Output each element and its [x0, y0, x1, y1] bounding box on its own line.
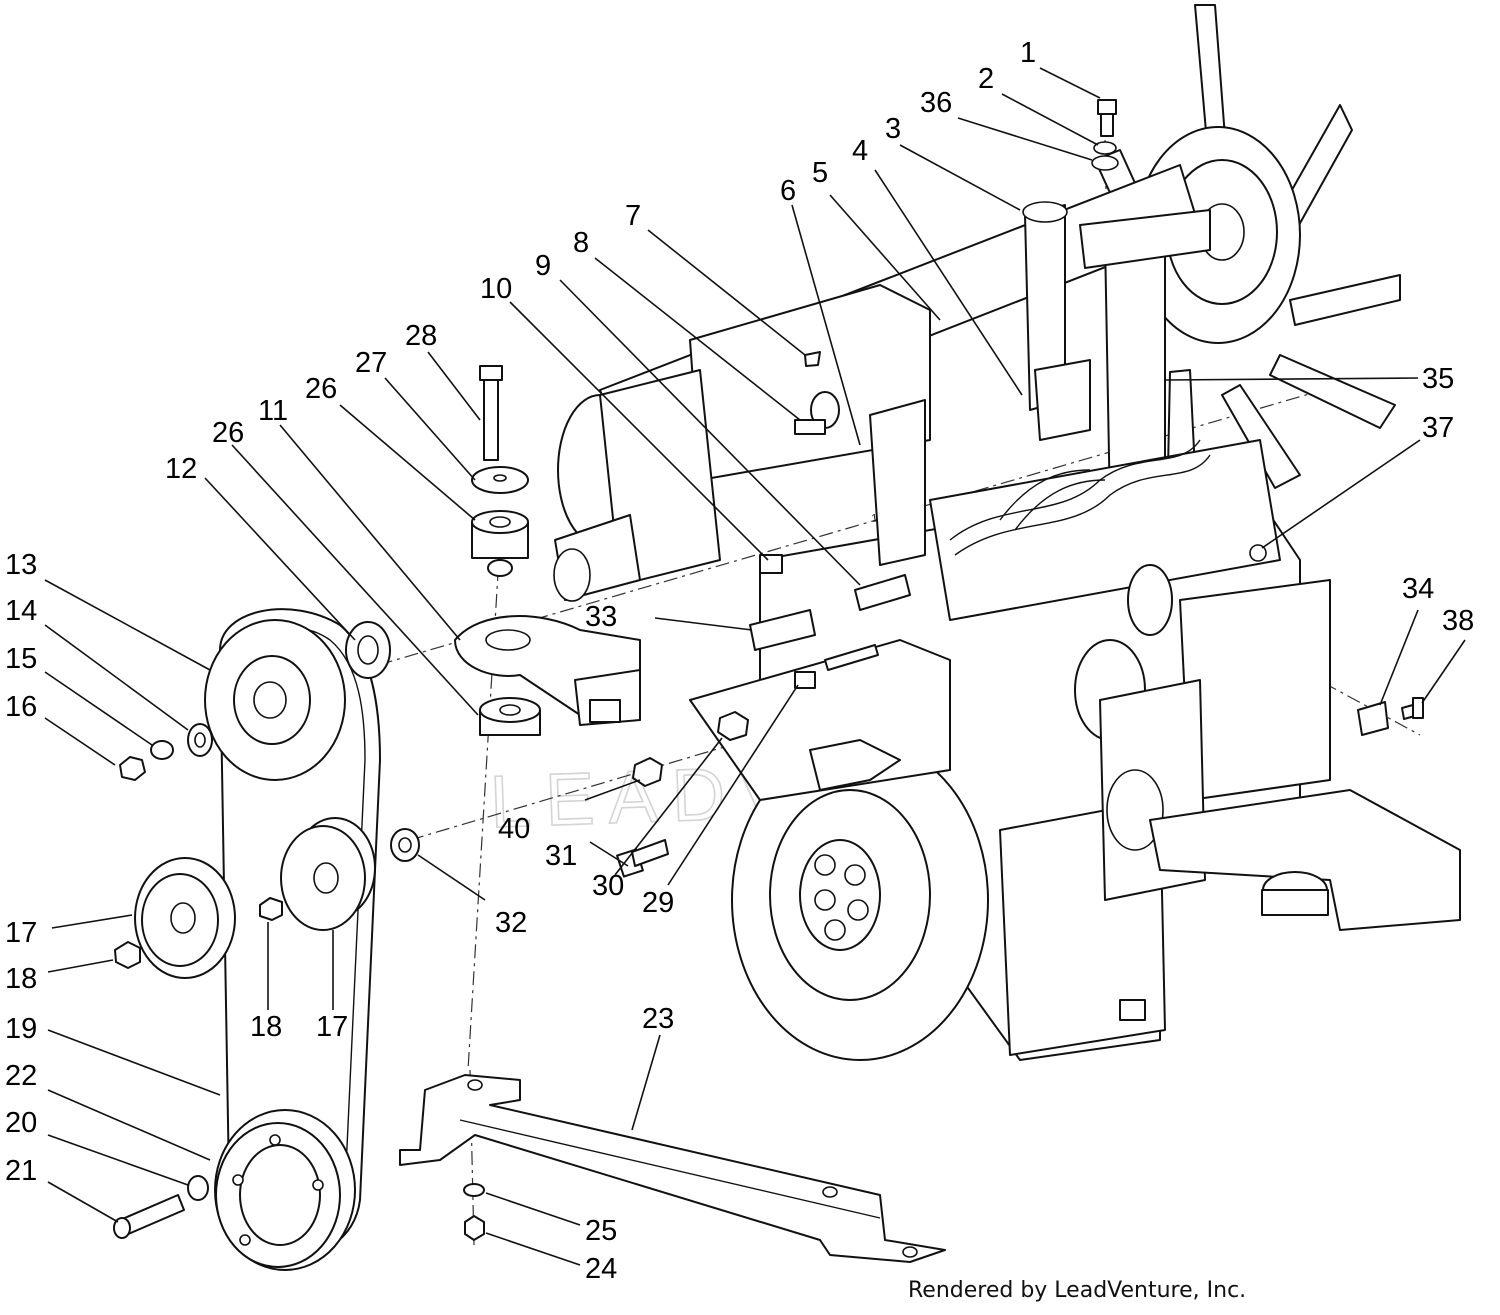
- callout-9: 9: [535, 250, 551, 282]
- callout-6: 6: [780, 175, 796, 207]
- callout-31: 31: [545, 840, 577, 872]
- callout-40: 40: [498, 813, 530, 845]
- callout-14: 14: [5, 595, 37, 627]
- callout-28: 28: [405, 320, 437, 352]
- callout-23: 23: [642, 1003, 674, 1035]
- callout-18-left: 18: [5, 963, 37, 995]
- callout-17-right: 17: [316, 1011, 348, 1043]
- callout-21: 21: [5, 1155, 37, 1187]
- leader-lines: [44, 67, 1466, 1266]
- callout-36: 36: [920, 87, 952, 119]
- callout-18-right: 18: [250, 1011, 282, 1043]
- radiator-fan: [1094, 4, 1401, 489]
- callout-32: 32: [495, 907, 527, 939]
- callout-25: 25: [585, 1215, 617, 1247]
- callout-5: 5: [812, 157, 828, 189]
- callout-29: 29: [642, 887, 674, 919]
- callout-4: 4: [852, 135, 868, 167]
- callout-3: 3: [885, 113, 901, 145]
- callout-13: 13: [5, 549, 37, 581]
- isolator-mount-stack: [390, 365, 663, 862]
- callout-8: 8: [573, 227, 589, 259]
- callout-34: 34: [1402, 573, 1434, 605]
- hardware-small-parts: [616, 99, 1424, 878]
- callout-26-upper: 26: [305, 373, 337, 405]
- callout-26-lower: 26: [212, 417, 244, 449]
- callout-2: 2: [978, 63, 994, 95]
- engine-assembly: 106-8: [553, 164, 1461, 1061]
- callout-20: 20: [5, 1107, 37, 1139]
- callout-19: 19: [5, 1013, 37, 1045]
- callout-15: 15: [5, 643, 37, 675]
- belt-drive: [113, 608, 391, 1271]
- callout-30: 30: [592, 870, 624, 902]
- render-credit: Rendered by LeadVenture, Inc.: [908, 1278, 1247, 1303]
- callout-11: 11: [258, 395, 288, 427]
- callout-17-left: 17: [5, 917, 37, 949]
- mount-rail: [399, 1074, 946, 1263]
- callout-24: 24: [585, 1253, 617, 1285]
- callout-33: 33: [585, 601, 617, 633]
- callout-16: 16: [5, 691, 37, 723]
- callout-labels: 1 2 36 3 4 5 6 7 8 9 10 28 27 26 11 26 1…: [5, 37, 1474, 1285]
- callout-37: 37: [1422, 412, 1454, 444]
- callout-22: 22: [5, 1060, 37, 1092]
- callout-35: 35: [1422, 363, 1454, 395]
- callout-27: 27: [355, 347, 387, 379]
- callout-12: 12: [165, 453, 197, 485]
- callout-38: 38: [1442, 605, 1474, 637]
- callout-7: 7: [625, 200, 641, 232]
- callout-1: 1: [1020, 37, 1036, 69]
- callout-10: 10: [480, 273, 512, 305]
